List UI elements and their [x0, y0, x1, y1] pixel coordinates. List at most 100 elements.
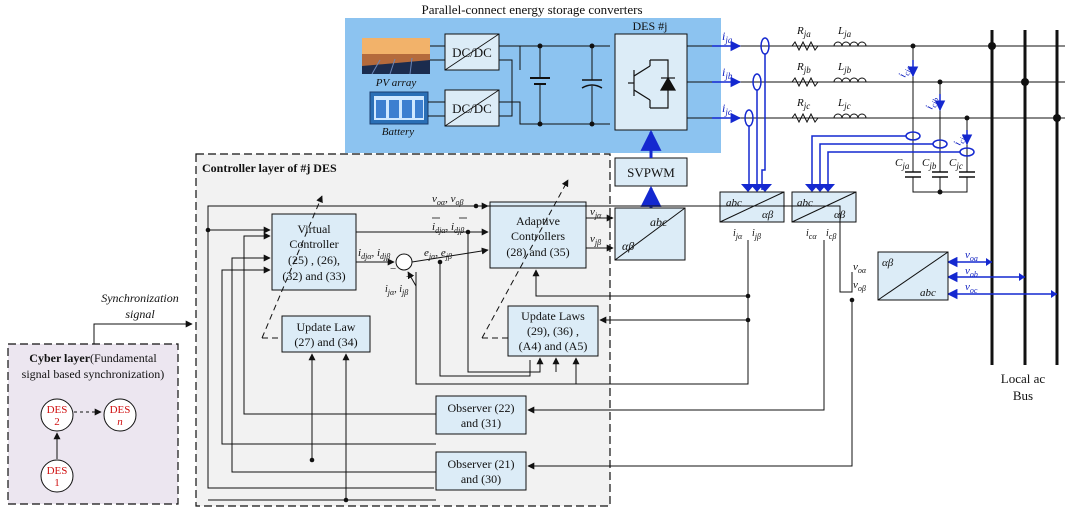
ic-alpha-label: icα: [806, 228, 817, 241]
capacitor-label-b: Cjb: [922, 157, 937, 171]
update-law-box: [281, 315, 371, 353]
sensor-wires-1: [748, 54, 766, 190]
svpwm-label: SVPWM: [627, 165, 675, 180]
update-laws-line2: (29), (36) ,: [527, 324, 579, 338]
virtual-controller-line2: Controller: [289, 237, 338, 251]
inductor-label-b: Ljb: [837, 61, 852, 75]
adaptive-line1: Adaptive: [516, 214, 560, 228]
observer1-box: [435, 395, 527, 435]
arrowhead: [821, 184, 835, 192]
svg-text:αβ: αβ: [762, 209, 774, 221]
phase-lines: [687, 45, 1065, 119]
bus-label-2: Bus: [1013, 388, 1033, 403]
cyber-node-2: [40, 398, 74, 432]
update-law-line2: (27) and (34): [294, 335, 357, 349]
controller-layer-title: Controller layer of #j DES: [202, 161, 337, 175]
update-law-line1: Update Law: [297, 320, 356, 334]
adaptive-controllers-box: [489, 201, 587, 269]
junction: [537, 121, 543, 127]
node1-number: 1: [54, 477, 60, 489]
tap-marker: [1051, 290, 1057, 298]
controller-junctions: [205, 203, 855, 503]
voltage-taps: [946, 256, 1057, 300]
capacitor-label-a: Cja: [895, 157, 910, 171]
dcdc-bottom-label: DC/DC: [452, 101, 492, 116]
resistor-label-b: Rjb: [796, 61, 811, 75]
top-title: Parallel-connect energy storage converte…: [421, 2, 642, 17]
v-label-c: voc: [965, 281, 978, 295]
summing-junction: [395, 253, 413, 271]
observer2-line2: and (30): [461, 472, 501, 486]
battery-label: Battery: [382, 126, 414, 138]
svg-text:αβ: αβ: [622, 239, 634, 253]
svg-text:αβ: αβ: [882, 257, 894, 269]
cyber-node-1: [40, 459, 74, 493]
adaptive-line3: (28) and (35): [506, 245, 569, 259]
vj-alpha-label: vjα: [590, 206, 602, 220]
svg-text:abc: abc: [797, 197, 813, 209]
id-signal-label: idjα, idjβ: [358, 247, 390, 261]
sync-label-2: signal: [125, 307, 155, 321]
des-inverter-box: [614, 33, 688, 131]
virtual-controller-line1: Virtual: [297, 222, 331, 236]
svpwm-box: [614, 157, 688, 187]
bus-node: [1053, 114, 1061, 122]
junction: [910, 43, 916, 49]
cap-current-label-b: icjb: [923, 95, 940, 112]
control-transform: abc αβ: [614, 207, 686, 261]
ij-signal-label: ijα, ijβ: [385, 284, 408, 297]
current-label-b: ijb: [722, 65, 733, 81]
noden-number: n: [117, 416, 123, 428]
svg-text:abc: abc: [726, 197, 742, 209]
junction: [937, 189, 943, 195]
cap-current-label-c: icjc: [951, 131, 968, 148]
igbt-symbol: [628, 59, 677, 109]
junction: [537, 43, 543, 49]
vo-signal-label: voα, voβ: [432, 193, 463, 207]
cap-current-label-a: icja: [896, 63, 913, 80]
vj-beta-label: vjβ: [590, 233, 601, 247]
current-transform-1: abc αβ: [719, 191, 785, 223]
ij-beta-label: ijβ: [752, 228, 761, 241]
observer1-line1: Observer (22): [448, 401, 515, 415]
update-laws-line3: (A4) and (A5): [519, 339, 588, 353]
sync-label-1: Synchronization: [101, 291, 179, 305]
update-laws-box: [507, 305, 599, 357]
ic-beta-label: icβ: [826, 228, 836, 241]
node1-label: DES: [47, 465, 68, 477]
ij-alpha-label: ijα: [733, 228, 743, 241]
dcdc-top-diagonal: [444, 33, 500, 71]
junction: [937, 79, 943, 85]
series-rl: Rja Rjb Rjc Lja Ljb Ljc: [791, 25, 867, 124]
virtual-controller-line4: (32) and (33): [282, 269, 345, 283]
pv-label: PV array: [375, 77, 417, 89]
junction: [589, 43, 595, 49]
node2-number: 2: [54, 416, 60, 428]
junction: [589, 121, 595, 127]
bus-node: [988, 42, 996, 50]
observer1-line2: and (31): [461, 416, 501, 430]
inductor-label-c: Ljc: [837, 97, 851, 111]
svg-text:abc: abc: [650, 215, 668, 229]
virtual-controller-line3: (25) , (26),: [288, 253, 340, 267]
observer2-line1: Observer (21): [448, 457, 515, 471]
resistor-label-c: Rjc: [796, 97, 810, 111]
observer2-box: [435, 451, 527, 491]
sync-arrow: [93, 320, 193, 344]
current-label-a: ija: [722, 29, 733, 45]
v-label-b: vob: [965, 265, 978, 279]
resistor-label-a: Rja: [796, 25, 811, 39]
vo-alpha-label: voα: [853, 261, 867, 275]
capacitor-label-c: Cjc: [949, 157, 963, 171]
inductor-label-a: Lja: [837, 25, 852, 39]
capacitor-branches: [905, 46, 975, 193]
pv-array-image: [362, 38, 430, 75]
cyber-title: Cyber layer(Fundamental: [29, 351, 157, 365]
bus-node: [1021, 78, 1029, 86]
cyber-node-n: [103, 398, 137, 432]
capacitor-labels: Cja Cjb Cjc: [895, 157, 963, 171]
tap-marker: [986, 258, 992, 266]
current-label-c: ijc: [722, 101, 732, 117]
dcdc-top-label: DC/DC: [452, 45, 492, 60]
